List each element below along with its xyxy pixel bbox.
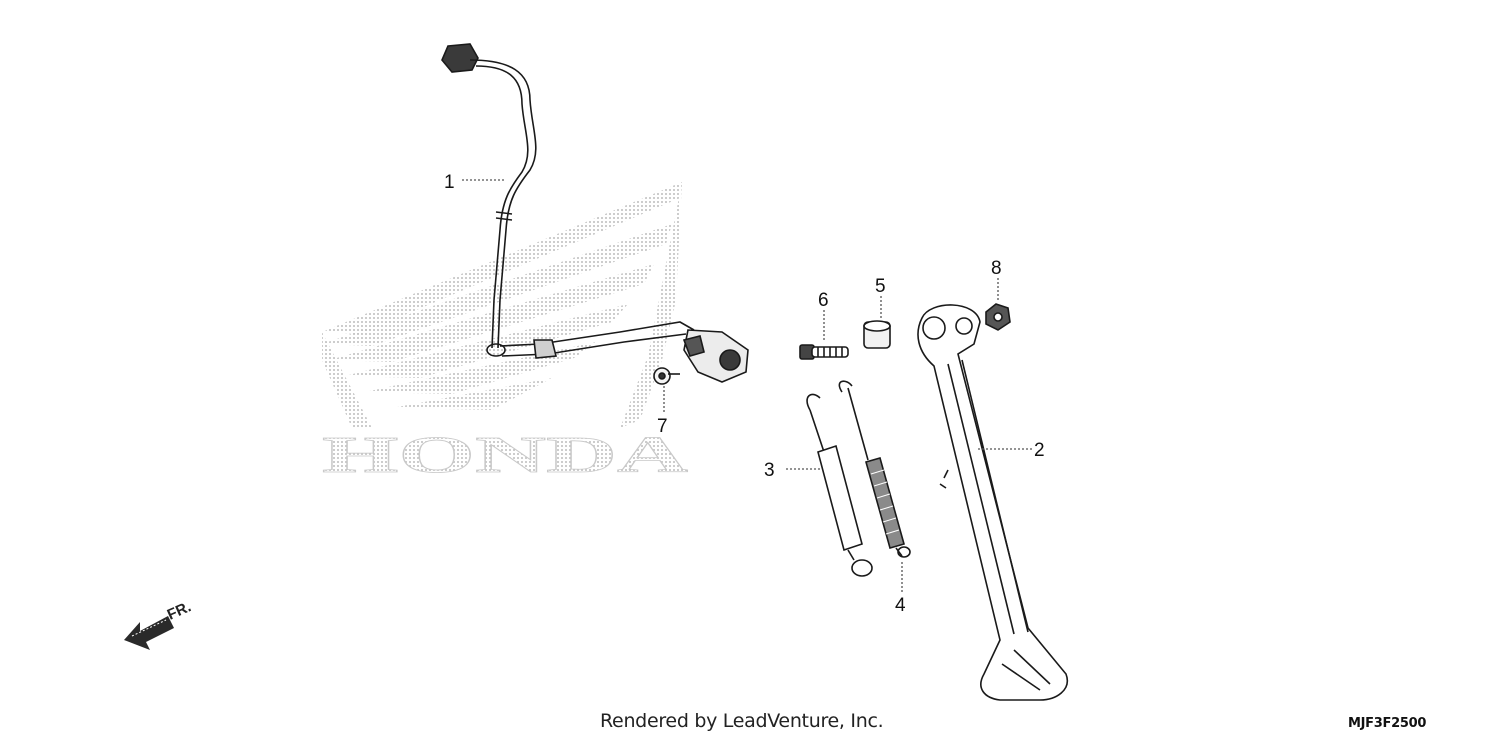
callout-2: 2 (1034, 440, 1045, 461)
honda-logo-text: HONDA (322, 427, 689, 484)
side-stand-part[interactable] (917, 304, 1069, 701)
spring-4-part[interactable] (838, 380, 911, 558)
callout-labels: 1 2 3 4 5 6 7 8 (444, 172, 1045, 616)
diagram-code: MJF3F2500 (1348, 716, 1427, 731)
callout-3: 3 (764, 460, 775, 481)
bolt-6-part[interactable] (799, 344, 849, 360)
callout-6: 6 (818, 290, 829, 311)
callout-4: 4 (895, 595, 906, 616)
collar-5-part[interactable] (863, 320, 891, 349)
arrow-front-icon (124, 616, 174, 650)
callout-7: 7 (657, 416, 668, 437)
footer-credit: Rendered by LeadVenture, Inc. (600, 710, 884, 732)
direction-label: FR. (165, 598, 194, 623)
spring-3-part[interactable] (806, 393, 873, 577)
callout-5: 5 (875, 276, 886, 297)
callout-8: 8 (991, 258, 1002, 279)
nut-8-part[interactable] (985, 303, 1011, 331)
sidestand-switch-part[interactable] (441, 43, 749, 383)
bolt-7-part[interactable] (653, 367, 680, 385)
leader-lines (462, 179, 1032, 592)
callout-1: 1 (444, 172, 455, 193)
